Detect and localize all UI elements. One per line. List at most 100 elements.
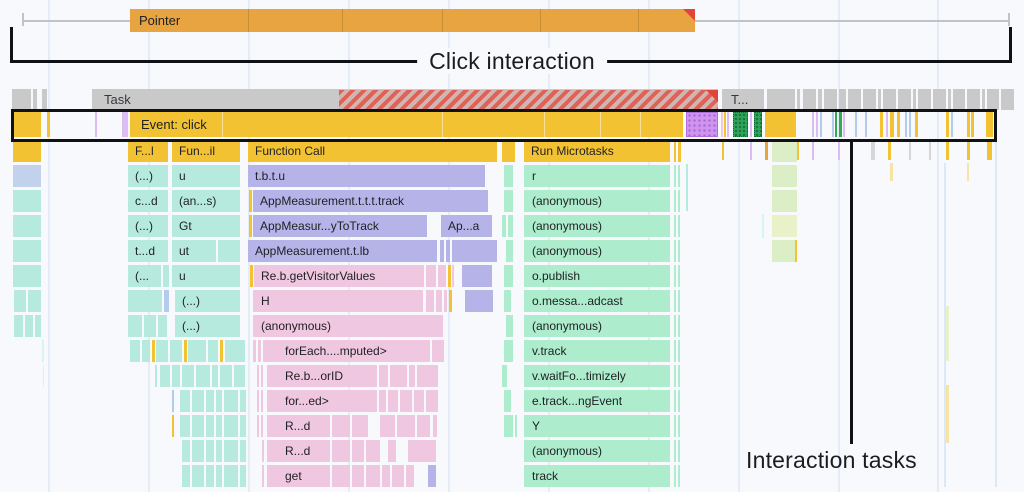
flame-bar[interactable] (674, 290, 676, 312)
flame-bar[interactable] (417, 365, 438, 387)
flame-bar[interactable] (33, 89, 37, 110)
flame-bar[interactable] (130, 340, 140, 362)
flame-bar[interactable] (366, 440, 380, 462)
flame-bar[interactable] (206, 465, 214, 487)
flame-bar[interactable] (449, 290, 452, 312)
flame-bar-[interactable]: (...) (128, 165, 168, 187)
flame-bar[interactable] (674, 390, 676, 412)
flame-bar[interactable] (444, 290, 447, 312)
flame-bar[interactable] (188, 340, 206, 362)
flame-bar[interactable] (170, 340, 182, 362)
flame-bar[interactable] (462, 265, 492, 287)
flame-bar[interactable] (258, 340, 261, 362)
flame-bar[interactable] (946, 141, 949, 160)
flame-bar[interactable] (180, 390, 190, 412)
flame-bar[interactable] (196, 365, 210, 387)
flame-bar[interactable] (164, 290, 169, 312)
flame-bar[interactable] (240, 390, 246, 412)
flame-bar[interactable] (13, 265, 41, 287)
flame-bar[interactable] (886, 112, 888, 137)
flame-bar-track[interactable]: track (524, 465, 670, 487)
flame-bar[interactable] (504, 390, 511, 412)
flame-bar[interactable] (352, 465, 364, 487)
flame-bar-function-call[interactable]: Function Call (248, 140, 497, 162)
flame-bar[interactable] (440, 240, 444, 262)
flame-bar-[interactable]: (...) (128, 215, 168, 237)
flame-bar[interactable] (47, 112, 50, 137)
flame-bar[interactable] (408, 440, 436, 462)
flame-bar[interactable] (257, 415, 259, 437)
flame-bar[interactable] (446, 240, 450, 262)
flame-bar[interactable] (158, 315, 167, 337)
flame-bar[interactable] (163, 265, 169, 287)
flame-bar-foreach-mputed[interactable]: forEach....mputed> (263, 340, 430, 362)
flame-bar[interactable] (436, 290, 442, 312)
flame-bar[interactable] (261, 390, 263, 412)
flame-bar[interactable] (13, 112, 41, 137)
flame-bar[interactable] (192, 440, 204, 462)
flame-bar-anonymous[interactable]: (anonymous) (524, 440, 670, 462)
flame-bar[interactable] (987, 89, 999, 110)
flame-bar[interactable] (417, 415, 430, 437)
flame-bar[interactable] (504, 340, 513, 362)
flame-bar[interactable] (257, 390, 259, 412)
flame-bar[interactable] (678, 340, 680, 362)
flame-bar[interactable] (504, 415, 513, 437)
flame-bar[interactable] (182, 365, 194, 387)
flame-bar[interactable] (686, 164, 688, 211)
flame-bar-get[interactable]: get (267, 465, 330, 487)
flame-bar[interactable] (865, 112, 867, 137)
flame-bar[interactable] (678, 215, 680, 237)
flame-bar[interactable] (967, 112, 970, 137)
flame-bar[interactable] (388, 390, 398, 412)
flame-bar[interactable] (257, 365, 259, 387)
flame-bar-anonymous[interactable]: (anonymous) (253, 315, 443, 337)
flame-bar[interactable] (156, 340, 168, 362)
flame-bar[interactable] (502, 140, 515, 162)
flame-bar[interactable] (452, 265, 454, 287)
flame-bar[interactable] (897, 112, 900, 137)
flame-bar[interactable] (765, 141, 768, 160)
flame-bar-t-b-t-u[interactable]: t.b.t.u (248, 165, 485, 187)
flame-bar[interactable] (504, 165, 513, 187)
flame-bar[interactable] (832, 112, 834, 137)
flame-bar[interactable] (863, 89, 876, 110)
flame-bar[interactable] (678, 290, 680, 312)
flame-bar[interactable] (452, 240, 497, 262)
flame-bar[interactable] (504, 290, 511, 312)
flame-bar[interactable] (678, 190, 680, 212)
flame-bar[interactable] (944, 163, 946, 487)
flame-bar[interactable] (839, 112, 842, 137)
flame-bar[interactable] (508, 215, 513, 237)
flame-bar[interactable] (426, 290, 434, 312)
flame-bar[interactable] (674, 215, 676, 237)
flame-bar[interactable] (674, 165, 676, 187)
flame-bar[interactable] (382, 465, 390, 487)
flame-bar[interactable] (184, 340, 187, 362)
flame-bar[interactable] (674, 340, 676, 362)
flame-bar[interactable] (43, 365, 44, 387)
flame-bar[interactable] (428, 465, 436, 487)
flame-bar-r-d[interactable]: R...d (267, 415, 330, 437)
flame-bar-u[interactable]: u (172, 165, 240, 187)
flame-bar[interactable] (220, 365, 232, 387)
flame-bar[interactable] (240, 440, 246, 462)
flame-bar[interactable] (890, 112, 894, 137)
flame-bar-e-track-ngevent[interactable]: e.track...ngEvent (524, 390, 670, 412)
flame-bar[interactable] (192, 415, 204, 437)
flame-bar[interactable] (678, 390, 680, 412)
flame-bar-appmeasurement-t-t-t-track[interactable]: AppMeasurement.t.t.t.track (253, 190, 488, 212)
flame-bar[interactable] (95, 112, 97, 137)
flame-bar-u[interactable]: u (172, 265, 240, 287)
flame-bar[interactable] (674, 190, 676, 212)
flame-bar[interactable] (750, 112, 752, 137)
flame-bar[interactable] (772, 240, 797, 262)
flame-bar[interactable] (883, 89, 896, 110)
flame-bar[interactable] (678, 465, 680, 487)
flame-bar[interactable] (721, 112, 723, 137)
flame-bar-anonymous[interactable]: (anonymous) (524, 215, 670, 237)
flame-bar[interactable] (262, 440, 264, 462)
flame-bar[interactable] (987, 141, 992, 160)
flame-bar-[interactable]: (...) (175, 290, 240, 312)
flame-bar[interactable] (234, 365, 245, 387)
